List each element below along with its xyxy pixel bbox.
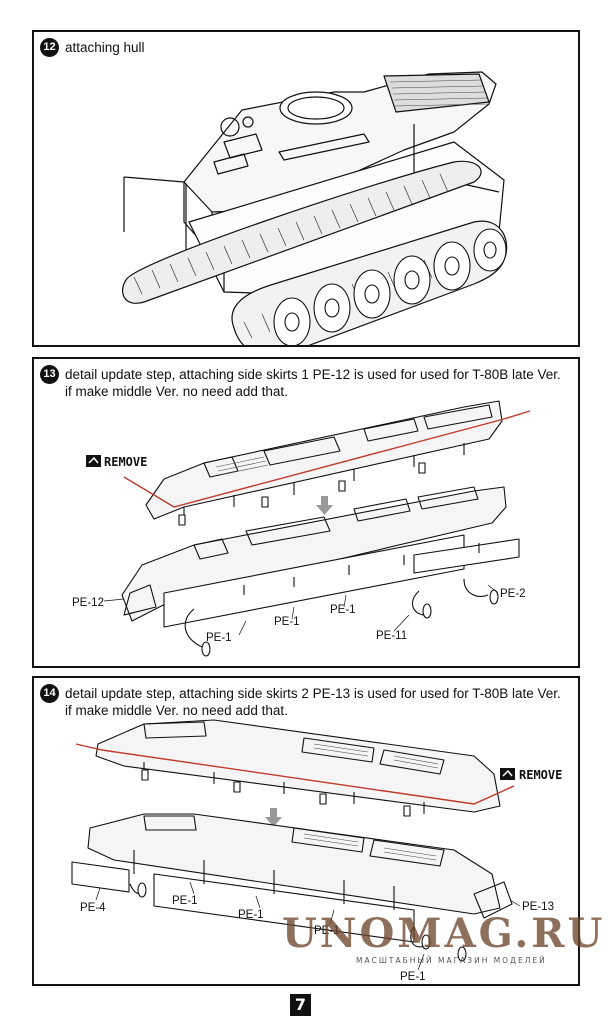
label-pe-12: PE-12 xyxy=(72,597,104,609)
label-pe-1-d: PE-1 xyxy=(400,971,426,983)
step-12-panel: 12 attaching hull xyxy=(32,30,580,347)
step-14-number: 14 xyxy=(40,684,59,703)
watermark: UNOMAG.RU МАСШТАБНЫЙ МАГАЗИН МОДЕЛЕЙ xyxy=(282,910,602,980)
label-pe-1-b: PE-1 xyxy=(238,909,264,921)
watermark-main: UNOMAG.RU xyxy=(282,910,606,957)
side-skirts-1-drawing: REMOVE PE-12 PE-1 PE-1 PE-1 PE-11 PE-2 xyxy=(72,400,531,657)
step-14-title: detail update step, attaching side skirt… xyxy=(65,686,561,718)
page-number: 7 xyxy=(290,994,311,1016)
label-pe-1-a: PE-1 xyxy=(172,895,198,907)
label-pe-1-a: PE-1 xyxy=(206,632,232,644)
step-13-header: 13 detail update step, attaching side sk… xyxy=(40,365,570,400)
label-pe-11: PE-11 xyxy=(376,630,407,642)
side-skirts-2-drawing: REMOVE PE-4 PE-1 PE-1 PE-1 PE-1 PE-13 xyxy=(71,719,562,983)
step-13-title: detail update step, attaching side skirt… xyxy=(65,367,561,399)
step-13-number: 13 xyxy=(40,365,59,384)
step-12-title: attaching hull xyxy=(65,40,145,55)
label-pe-1-b: PE-1 xyxy=(274,616,300,628)
step-14-header: 14 detail update step, attaching side sk… xyxy=(40,684,570,719)
remove-icon xyxy=(500,768,515,780)
step-12-header: 12 attaching hull xyxy=(40,38,570,57)
label-pe-13: PE-13 xyxy=(522,901,554,913)
remove-label: REMOVE xyxy=(104,455,147,469)
hull-assembly-drawing xyxy=(122,71,508,345)
down-arrow xyxy=(265,808,282,827)
remove-icon xyxy=(86,455,101,467)
label-pe-4: PE-4 xyxy=(80,902,106,914)
remove-label: REMOVE xyxy=(519,768,562,782)
label-pe-1-c: PE-1 xyxy=(314,925,340,937)
label-pe-1-c: PE-1 xyxy=(330,604,356,616)
step-12-number: 12 xyxy=(40,38,59,57)
down-arrow xyxy=(316,496,333,515)
label-pe-2: PE-2 xyxy=(500,588,526,600)
step-14-panel: 14 detail update step, attaching side sk… xyxy=(32,676,580,986)
step-13-panel: 13 detail update step, attaching side sk… xyxy=(32,357,580,668)
watermark-sub: МАСШТАБНЫЙ МАГАЗИН МОДЕЛЕЙ xyxy=(356,956,547,965)
